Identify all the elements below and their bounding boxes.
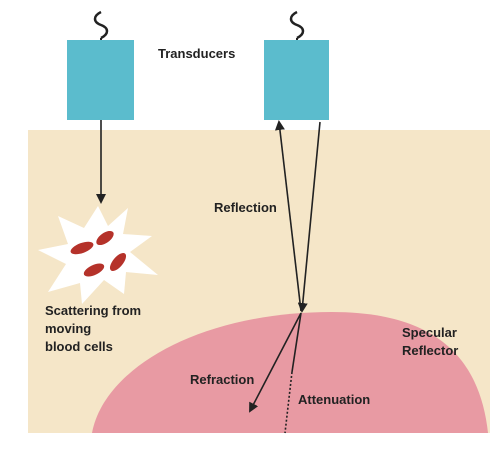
attenuation-beam [291,312,302,373]
label-scattering-1: Scattering from [45,303,141,318]
label-specular-1: Specular [402,325,457,340]
refracted-beam [249,312,302,413]
label-scattering-3: blood cells [45,339,113,354]
incident-beam-2 [297,121,321,313]
label-attenuation: Attenuation [298,392,370,407]
reflected-beam [274,120,302,312]
transducer-1 [67,40,134,120]
label-reflection: Reflection [214,200,277,215]
blood-cell [96,230,114,246]
specular-reflector [92,312,488,433]
transducer-2-wire-icon [289,10,305,40]
blood-cell [70,241,94,255]
label-scattering-2: moving [45,321,91,336]
blood-cell [109,252,127,272]
label-transducers: Transducers [158,46,235,61]
blood-cell [83,263,105,277]
transducer-2 [264,40,329,120]
transducer-1-wire-icon [93,10,109,40]
label-refraction: Refraction [190,372,254,387]
label-specular-2: Reflector [402,343,458,358]
scattering-burst [38,206,158,304]
